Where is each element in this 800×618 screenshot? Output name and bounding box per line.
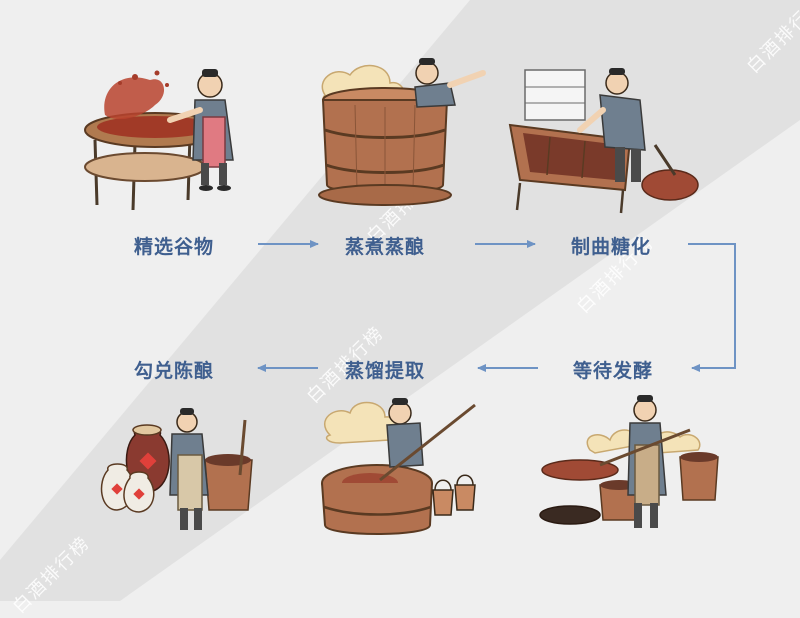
step-label-steaming: 蒸煮蒸酿 — [345, 236, 426, 258]
step-label-select-grain: 精选谷物 — [134, 236, 215, 258]
koji-making-illustration — [508, 68, 699, 214]
blending-aging-illustration — [100, 408, 253, 530]
steaming-vat-illustration — [318, 58, 486, 206]
step-label-blending: 勾兑陈酿 — [134, 360, 215, 382]
step-label-distillation: 蒸馏提取 — [345, 360, 426, 382]
grain-sieving-illustration — [84, 69, 234, 211]
step-label-fermentation: 等待发酵 — [573, 360, 654, 382]
fermentation-illustration — [539, 395, 719, 528]
distillation-illustration — [321, 398, 476, 535]
flow-arrows — [257, 240, 736, 372]
step-label-koji: 制曲糖化 — [571, 236, 652, 258]
arrow-turn-down — [688, 243, 736, 372]
